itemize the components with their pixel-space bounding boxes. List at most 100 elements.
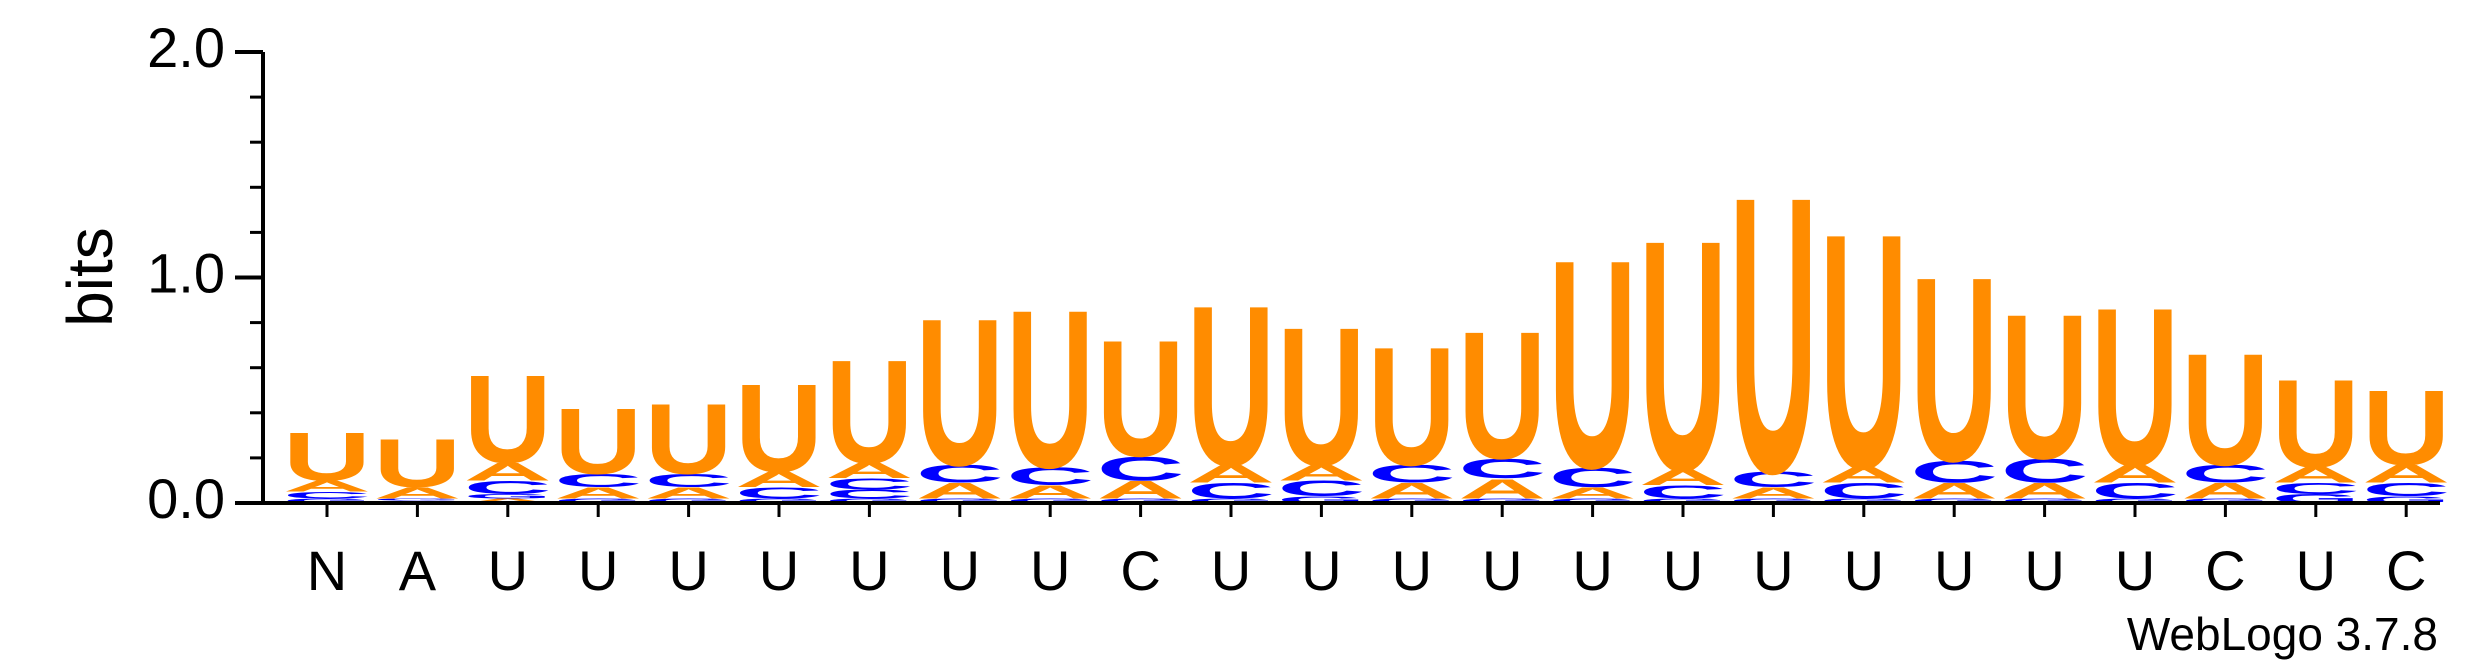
logo-column: CGAU [373, 425, 461, 504]
logo-letter: A [373, 484, 461, 501]
logo-letter: C [1910, 454, 1998, 489]
logo-letter: C [1729, 467, 1817, 492]
logo-letter: C [825, 487, 913, 501]
logo-letter: A [554, 484, 642, 501]
logo-letter: U [1097, 305, 1185, 491]
logo-letter: C [1277, 476, 1365, 501]
logo-letter: G [645, 497, 733, 504]
logo-letter: C [1820, 479, 1908, 504]
logo-letter: U [283, 418, 371, 495]
logo-letter: U [916, 276, 1004, 510]
logo-letter: U [1729, 115, 1817, 556]
y-tick-label: 0.0 [147, 467, 225, 530]
logo-letter: C [1549, 462, 1637, 494]
logo-letter: A [2272, 463, 2360, 488]
logo-letter: G [373, 498, 461, 501]
logo-letter: A [1729, 484, 1817, 501]
logo-letter: C [1187, 479, 1275, 504]
logo-letter: U [2091, 262, 2179, 513]
x-tick-label: C [2205, 539, 2245, 602]
logo-letter: U [735, 359, 823, 499]
logo-letter: G [2001, 497, 2089, 504]
logo-letter: A [464, 497, 552, 504]
x-tick-label: U [1934, 539, 1974, 602]
logo-letter: G [1187, 497, 1275, 504]
logo-letter: A [2362, 460, 2450, 488]
x-tick-label: U [759, 539, 799, 602]
logo-letter: U [1549, 199, 1637, 531]
logo-letter: A [735, 467, 823, 492]
logo-letter: U [1187, 257, 1275, 513]
logo-letter: U [1368, 313, 1456, 501]
logo-letter: C [1097, 449, 1185, 487]
logo-letter: U [1639, 172, 1727, 539]
logo-letter: A [916, 479, 1004, 504]
x-tick-label: U [2296, 539, 2336, 602]
logo-letter: G [1549, 497, 1637, 504]
logo-letter: G [1277, 495, 1365, 506]
logo-letter: G [825, 497, 913, 504]
logo-letter: C [1458, 453, 1546, 485]
logo-letter: G [554, 497, 642, 504]
logo-letter: U [373, 425, 461, 502]
logo-letter: A [2001, 479, 2089, 504]
logo-letter: C [554, 470, 642, 491]
x-tick-label: U [668, 539, 708, 602]
logo-letter: A [825, 458, 913, 483]
logo-letter: A [1549, 484, 1637, 501]
logo-letter: G [2362, 495, 2450, 506]
logo-letter: G [1729, 497, 1817, 504]
logo-letter: A [1458, 473, 1546, 505]
logo-letter: U [464, 350, 552, 490]
x-tick-label: U [2024, 539, 2064, 602]
logo-letter: U [1910, 223, 1998, 517]
x-tick-label: C [2386, 539, 2426, 602]
x-tick-label: U [1482, 539, 1522, 602]
x-tick-label: U [1663, 539, 1703, 602]
logo-letter: C [2272, 480, 2360, 497]
logo-letter: G [1639, 497, 1727, 504]
logo-letter: C [1006, 462, 1094, 490]
x-tick-label: U [940, 539, 980, 602]
logo-letter: C [916, 460, 1004, 488]
x-tick-label: U [1301, 539, 1341, 602]
logo-letter: G [735, 497, 823, 504]
logo-letter: C [2091, 479, 2179, 504]
x-tick-label: U [1844, 539, 1884, 602]
logo-letter: C [735, 484, 823, 501]
logo-letter: G [1006, 497, 1094, 504]
x-tick-label: U [578, 539, 618, 602]
logo-letter: A [283, 478, 371, 495]
logo-letter: U [2001, 270, 2089, 501]
x-tick-label: U [1211, 539, 1251, 602]
logo-letter: U [2181, 321, 2269, 500]
logo-letter: U [1277, 287, 1365, 507]
logo-letter: A [464, 458, 552, 486]
y-tick-label: 1.0 [147, 241, 225, 304]
logo-letter: C [645, 470, 733, 491]
logo-letter: G [1458, 497, 1546, 504]
logo-letter: A [2091, 460, 2179, 488]
y-tick-label: 2.0 [147, 16, 225, 79]
x-tick-label: U [1572, 539, 1612, 602]
logo-letter: U [2362, 369, 2450, 488]
logo-letter: G [464, 493, 552, 500]
logo-letter: G [1368, 497, 1456, 504]
x-tick-label: C [1120, 539, 1160, 602]
logo-letter: U [1820, 165, 1908, 538]
